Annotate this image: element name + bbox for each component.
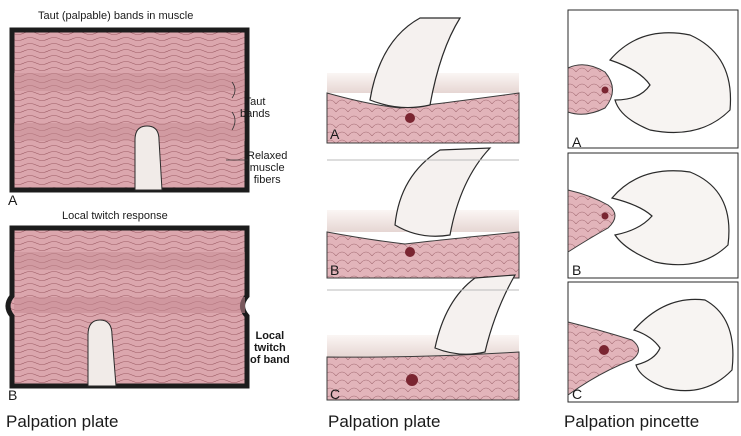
middle-panel-b xyxy=(327,148,519,278)
left-plate-b xyxy=(8,228,247,386)
left-plate-a xyxy=(12,30,247,190)
left-top-title: Taut (palpable) bands in muscle xyxy=(38,10,193,22)
middle-panel-c-letter: C xyxy=(330,386,340,402)
finger-mid-a xyxy=(370,18,460,108)
right-panel-c xyxy=(568,282,738,402)
label-relaxed-fibers: Relaxed muscle fibers xyxy=(247,150,287,186)
left-panel-a-letter: A xyxy=(8,192,17,208)
finger-b xyxy=(88,320,116,386)
middle-panel-a xyxy=(327,18,519,143)
right-panel-b-letter: B xyxy=(572,262,581,278)
middle-panel-a-letter: A xyxy=(330,126,339,142)
left-mid-title: Local twitch response xyxy=(62,210,168,222)
right-caption: Palpation pincette xyxy=(564,412,699,432)
left-caption: Palpation plate xyxy=(6,412,118,432)
finger-a xyxy=(135,126,162,190)
label-local-twitch: Local twitch of band xyxy=(250,330,290,366)
right-panel-b xyxy=(568,153,738,278)
right-panel-a-letter: A xyxy=(572,134,581,150)
right-panel-a xyxy=(568,10,738,148)
middle-panel-c xyxy=(327,275,519,400)
left-panel-b-letter: B xyxy=(8,387,17,403)
taut-band-2 xyxy=(14,123,245,141)
label-taut-bands: Taut bands xyxy=(240,96,270,120)
middle-panel-b-letter: B xyxy=(330,262,339,278)
middle-caption: Palpation plate xyxy=(328,412,440,432)
twitch-band-1 xyxy=(14,252,245,270)
twitch-band-2 xyxy=(14,297,245,313)
right-panel-c-letter: C xyxy=(572,386,582,402)
taut-band-1 xyxy=(14,73,245,91)
